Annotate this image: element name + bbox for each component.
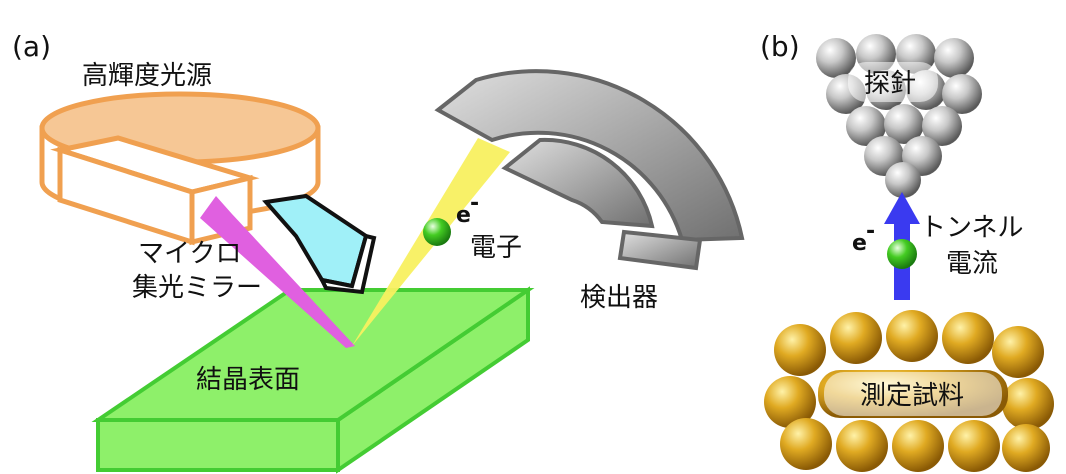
tunnel-current-label-line2: 電流	[946, 249, 998, 279]
probe-atom	[884, 104, 924, 144]
probe-label-bg	[848, 62, 938, 102]
probe-tip	[816, 34, 982, 198]
sample-atom	[948, 420, 1000, 472]
beam-duct-side	[57, 146, 195, 246]
probe-atom	[922, 106, 962, 146]
panel-b-label: (b)	[760, 30, 800, 63]
sample-label-bg	[824, 372, 1002, 416]
crystal-slab	[91, 286, 535, 474]
probe-label: 探針	[864, 69, 916, 99]
probe-atom	[846, 106, 886, 146]
sample-label: 測定試料	[860, 381, 964, 411]
sample-atom	[774, 324, 826, 376]
micro-mirror-label-line2: 集光ミラー	[132, 273, 262, 303]
mirror-edge	[318, 233, 377, 295]
crystal-front-face	[96, 418, 340, 472]
probe-atom	[942, 74, 982, 114]
electron-sup-a: -	[470, 191, 479, 216]
inner-hemisphere	[501, 137, 655, 229]
sample-atom	[886, 310, 938, 362]
electron-symbol-a: e	[456, 203, 471, 228]
sample-atom	[764, 376, 816, 428]
detector	[434, 69, 745, 271]
electron-sup-b: -	[866, 219, 875, 244]
light-source	[39, 91, 321, 246]
sample-atom	[1002, 378, 1054, 430]
sample-atom	[892, 420, 944, 472]
crystal-surface-label: 結晶表面	[196, 365, 300, 395]
micro-mirror-label-line1: マイクロ	[138, 239, 241, 269]
sample-atom	[830, 312, 882, 364]
electron-sphere-a	[423, 218, 451, 246]
probe-atom	[816, 38, 856, 78]
sample-atom	[992, 326, 1044, 378]
electron-label-a: 電子	[470, 233, 522, 263]
panel-a-label: (a)	[12, 30, 51, 63]
sample-atom	[1002, 424, 1050, 472]
electron-sphere-b	[887, 239, 917, 269]
sample-atom	[836, 420, 888, 472]
arrow-head	[884, 192, 920, 224]
detector-plate	[617, 229, 703, 271]
crystal-top-face	[91, 288, 535, 422]
electron-symbol-b: e	[852, 231, 867, 256]
tunnel-current-label-line1: トンネル	[920, 213, 1023, 243]
detector-label: 検出器	[580, 283, 658, 313]
sample-atoms	[764, 310, 1054, 472]
sample-atom	[780, 418, 832, 470]
probe-atom	[885, 162, 921, 198]
probe-atom	[934, 38, 974, 78]
x-ray-beam	[200, 196, 355, 348]
sample-atom	[942, 312, 994, 364]
outer-hemisphere	[434, 69, 745, 243]
micro-mirror	[262, 193, 377, 295]
light-source-label: 高輝度光源	[82, 61, 212, 91]
